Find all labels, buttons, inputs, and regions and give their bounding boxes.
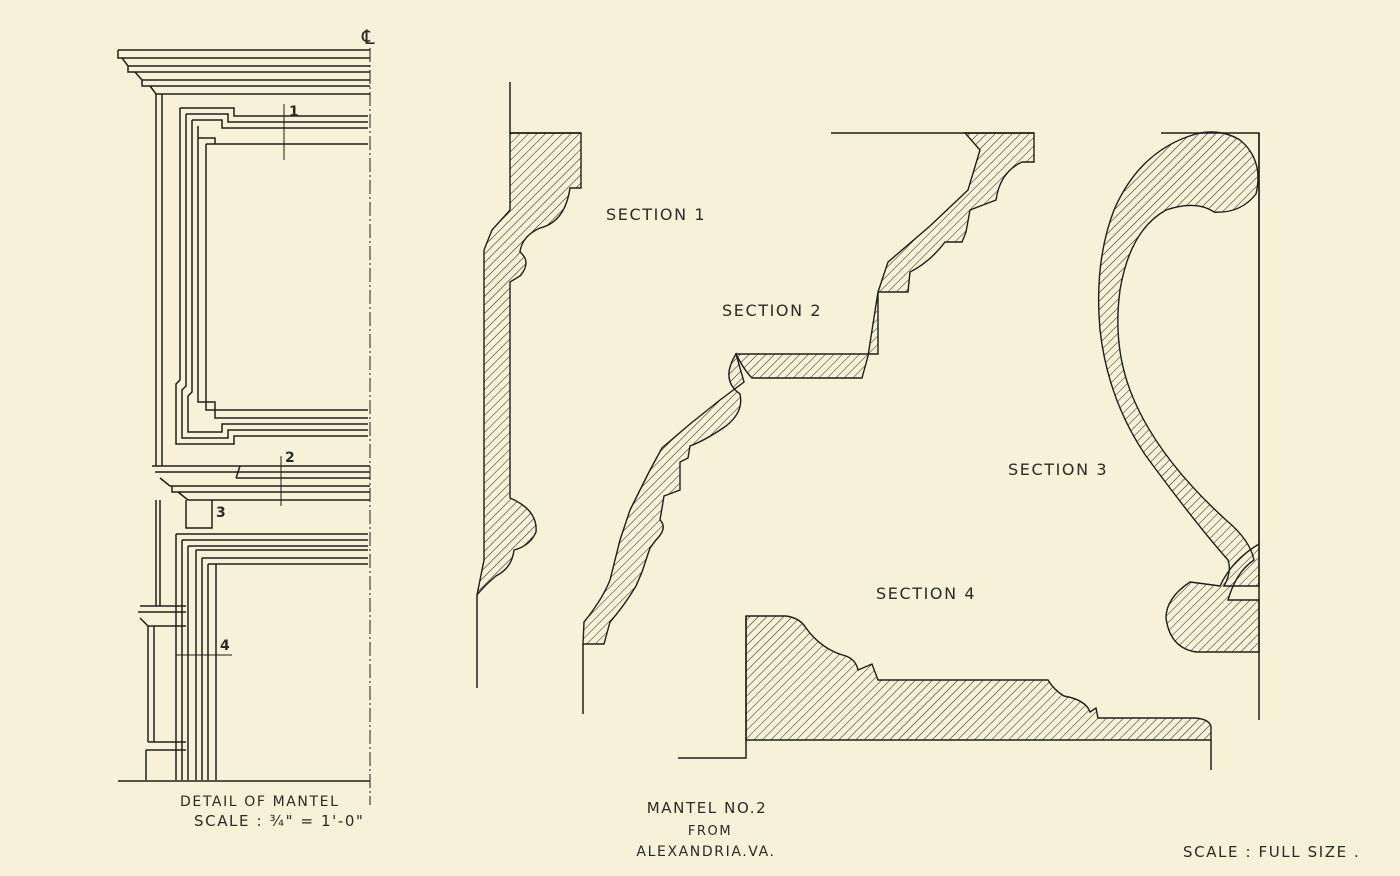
section-4-profile (678, 615, 1212, 770)
title-line-2: FROM (688, 824, 732, 839)
marker-1: 1 (289, 104, 300, 120)
marker-4: 4 (220, 638, 231, 654)
top-cornice (117, 49, 370, 95)
section-2-profile (582, 132, 1035, 714)
pilaster (138, 500, 186, 780)
detail-scale: SCALE : ¾" = 1'-0" (194, 812, 365, 830)
marker-3: 3 (216, 505, 227, 521)
centerline-symbol: ℄ (361, 25, 376, 49)
overmantel (155, 94, 368, 466)
section-3-label: SECTION 3 (1008, 460, 1108, 479)
mantel-shelf (152, 465, 370, 501)
detail-caption: DETAIL OF MANTEL (180, 794, 340, 810)
mantel-elevation: ℄ 1 (117, 25, 376, 830)
section-1-label: SECTION 1 (606, 205, 706, 224)
section-1-profile (476, 82, 582, 688)
section-4-label: SECTION 4 (876, 584, 976, 603)
marker-2: 2 (285, 450, 296, 466)
section-markers: 1 2 3 4 (176, 104, 300, 656)
section-3-profile (1097, 131, 1260, 720)
fireplace-surround (175, 533, 368, 780)
title-line-3: ALEXANDRIA.VA. (636, 844, 775, 860)
frieze-block (185, 500, 213, 529)
section-2-label: SECTION 2 (722, 301, 822, 320)
scale-note: SCALE : FULL SIZE . (1183, 843, 1360, 861)
title-line-1: MANTEL NO.2 (647, 799, 768, 817)
title-block: MANTEL NO.2 FROM ALEXANDRIA.VA. (636, 799, 775, 860)
